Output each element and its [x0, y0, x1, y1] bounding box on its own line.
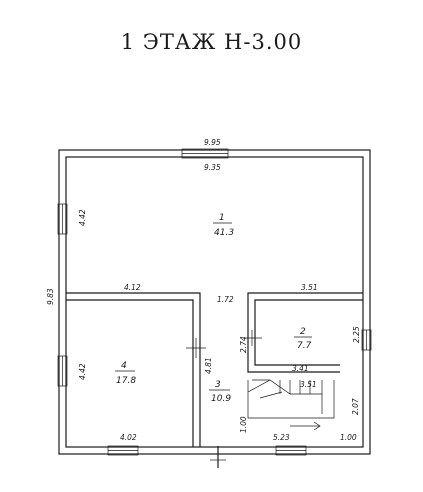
dim-hall-width: 4.12 — [124, 283, 141, 292]
dim-room4-door: 4.81 — [204, 357, 213, 374]
dim-bottom-left-height: 4.42 — [78, 363, 87, 380]
room-4-number: 4 — [121, 361, 127, 371]
outer-wall-inner — [65, 156, 364, 448]
dim-inner-width: 9.35 — [204, 163, 221, 172]
dim-door-left: 1.00 — [239, 416, 248, 433]
room-2-number: 2 — [300, 327, 306, 337]
room-2-area: 7.7 — [297, 341, 312, 351]
room-1-area: 41.3 — [214, 228, 234, 238]
outer-wall — [58, 149, 371, 455]
dim-top-left-height: 4.42 — [78, 209, 87, 226]
room2-wall-inner — [254, 299, 363, 366]
dim-outer-height: 9.83 — [46, 288, 55, 305]
dim-right-wall-height: 2.25 — [352, 326, 361, 343]
dim-door-right: 1.00 — [340, 433, 357, 442]
dim-stair-height: 2.07 — [351, 398, 360, 415]
plan-title: 1 ЭТАЖ Н-3.00 — [120, 30, 303, 54]
dim-right-width: 3.51 — [301, 283, 318, 292]
room-3-area: 10.9 — [211, 394, 231, 404]
dim-stair-width: 3.51 — [300, 380, 317, 389]
stair-tread-7 — [259, 391, 283, 399]
room-4-area: 17.8 — [116, 376, 136, 386]
hall-bottom-wall-inner — [66, 299, 194, 447]
stair-wall — [247, 380, 335, 419]
room-3-number: 3 — [215, 380, 221, 390]
dim-outer-width: 9.95 — [204, 138, 221, 147]
dim-room2-width: 3.41 — [292, 364, 309, 373]
dim-room2-height: 2.74 — [239, 336, 248, 353]
dim-corridor-width: 1.72 — [217, 295, 234, 304]
hall-bottom-wall — [66, 292, 201, 447]
dim-bottom-mid: 5.23 — [273, 433, 290, 442]
room2-wall — [247, 292, 363, 373]
stair-tread-6 — [247, 379, 271, 393]
dim-bottom-left-width: 4.02 — [120, 433, 137, 442]
room-1-number: 1 — [219, 213, 225, 223]
stair-arrow-head — [313, 421, 321, 431]
